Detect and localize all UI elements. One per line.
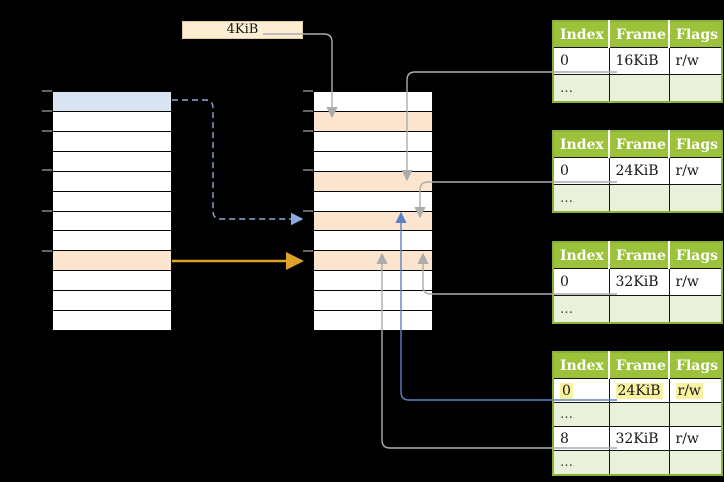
highlighted-value: r/w [675, 382, 703, 399]
table-row [314, 191, 432, 212]
cell-index: 8 [552, 426, 610, 451]
col-header-index: Index [553, 131, 609, 158]
table-row [314, 151, 432, 172]
table-row-highlighted: 0 24KiB r/w [552, 378, 723, 403]
table-row-ellipsis: … [552, 450, 723, 476]
table-row [53, 291, 171, 312]
page-table-4-table: Index Frame Flags 0 24KiB r/w … 8 32KiB … [552, 351, 723, 476]
table-row [314, 92, 432, 112]
cell-frame: 32KiB [608, 268, 670, 296]
highlighted-value: 0 [560, 382, 573, 399]
col-header-frame: Frame [608, 352, 669, 379]
table-row-ellipsis: … [552, 402, 723, 427]
cell-flags [668, 295, 723, 324]
cell-index: … [552, 295, 610, 324]
table-row [53, 131, 171, 152]
table-row [314, 131, 432, 152]
cell-flags: r/w [668, 378, 723, 403]
table-row [314, 291, 432, 312]
left-page-table [52, 91, 172, 331]
cell-frame: 24KiB [608, 157, 670, 185]
col-header-index: Index [553, 352, 609, 379]
cell-flags: r/w [668, 157, 723, 185]
page-table-1-table: Index Frame Flags 0 16KiB r/w … [552, 20, 723, 103]
table-row-frame [314, 251, 432, 272]
page-table-2: Index Frame Flags 0 24KiB r/w … [552, 130, 723, 213]
cell-index: … [552, 402, 610, 427]
cell-frame [608, 184, 670, 213]
left-table-ticks [42, 90, 52, 252]
cell-frame: 32KiB [608, 426, 670, 451]
cell-flags: r/w [668, 268, 723, 296]
cell-index: 0 [552, 47, 610, 75]
header-row: Index Frame Flags [553, 21, 722, 48]
table-row [53, 191, 171, 212]
table-row [53, 151, 171, 172]
cell-index: 0 [552, 378, 610, 403]
table-row-selected-blue [53, 92, 171, 112]
table-row [314, 271, 432, 292]
table-row [53, 171, 171, 192]
cell-frame [608, 450, 670, 476]
col-header-frame: Frame [608, 21, 669, 48]
header-row: Index Frame Flags [553, 352, 722, 379]
table-row-ellipsis: … [552, 74, 723, 103]
table-row [314, 311, 432, 331]
table-row [53, 311, 171, 331]
middle-table-ticks [303, 90, 313, 252]
middle-page-table [313, 91, 433, 331]
table-row: 0 24KiB r/w [552, 157, 723, 185]
page-table-4: Index Frame Flags 0 24KiB r/w … 8 32KiB … [552, 351, 723, 476]
cell-frame [608, 402, 670, 427]
table-row-ellipsis: … [552, 295, 723, 324]
table-row [53, 231, 171, 252]
page-table-3: Index Frame Flags 0 32KiB r/w … [552, 241, 723, 324]
cell-index: … [552, 450, 610, 476]
cell-flags [668, 184, 723, 213]
table-row-frame [314, 111, 432, 132]
page-size-label: 4KiB [182, 21, 303, 39]
cell-frame: 16KiB [608, 47, 670, 75]
table-row [53, 211, 171, 232]
table-row [53, 271, 171, 292]
cell-index: 0 [552, 157, 610, 185]
table-row-frame [314, 211, 432, 232]
table-row-frame [314, 171, 432, 192]
arrow-blue-dashed-selected-entry [172, 99, 304, 226]
cell-flags: r/w [668, 47, 723, 75]
highlighted-value: 24KiB [615, 382, 663, 399]
cell-index: 0 [552, 268, 610, 296]
cell-frame: 24KiB [608, 378, 670, 403]
table-row: 8 32KiB r/w [552, 426, 723, 451]
page-table-1: Index Frame Flags 0 16KiB r/w … [552, 20, 723, 103]
col-header-flags: Flags [668, 131, 722, 158]
header-row: Index Frame Flags [553, 131, 722, 158]
header-row: Index Frame Flags [553, 242, 722, 269]
cell-flags: r/w [668, 426, 723, 451]
table-row-ellipsis: … [552, 184, 723, 213]
cell-index: … [552, 74, 610, 103]
col-header-flags: Flags [668, 352, 722, 379]
col-header-frame: Frame [608, 242, 669, 269]
cell-flags [668, 402, 723, 427]
page-table-3-table: Index Frame Flags 0 32KiB r/w … [552, 241, 723, 324]
col-header-flags: Flags [668, 242, 722, 269]
table-row [53, 111, 171, 132]
table-row-selected-orange [53, 251, 171, 272]
col-header-index: Index [553, 242, 609, 269]
cell-flags [668, 450, 723, 476]
col-header-frame: Frame [608, 131, 669, 158]
col-header-index: Index [553, 21, 609, 48]
cell-frame [608, 295, 670, 324]
table-row [314, 231, 432, 252]
cell-index: … [552, 184, 610, 213]
cell-flags [668, 74, 723, 103]
table-row: 0 32KiB r/w [552, 268, 723, 296]
cell-frame [608, 74, 670, 103]
col-header-flags: Flags [668, 21, 722, 48]
table-row: 0 16KiB r/w [552, 47, 723, 75]
page-table-2-table: Index Frame Flags 0 24KiB r/w … [552, 130, 723, 213]
